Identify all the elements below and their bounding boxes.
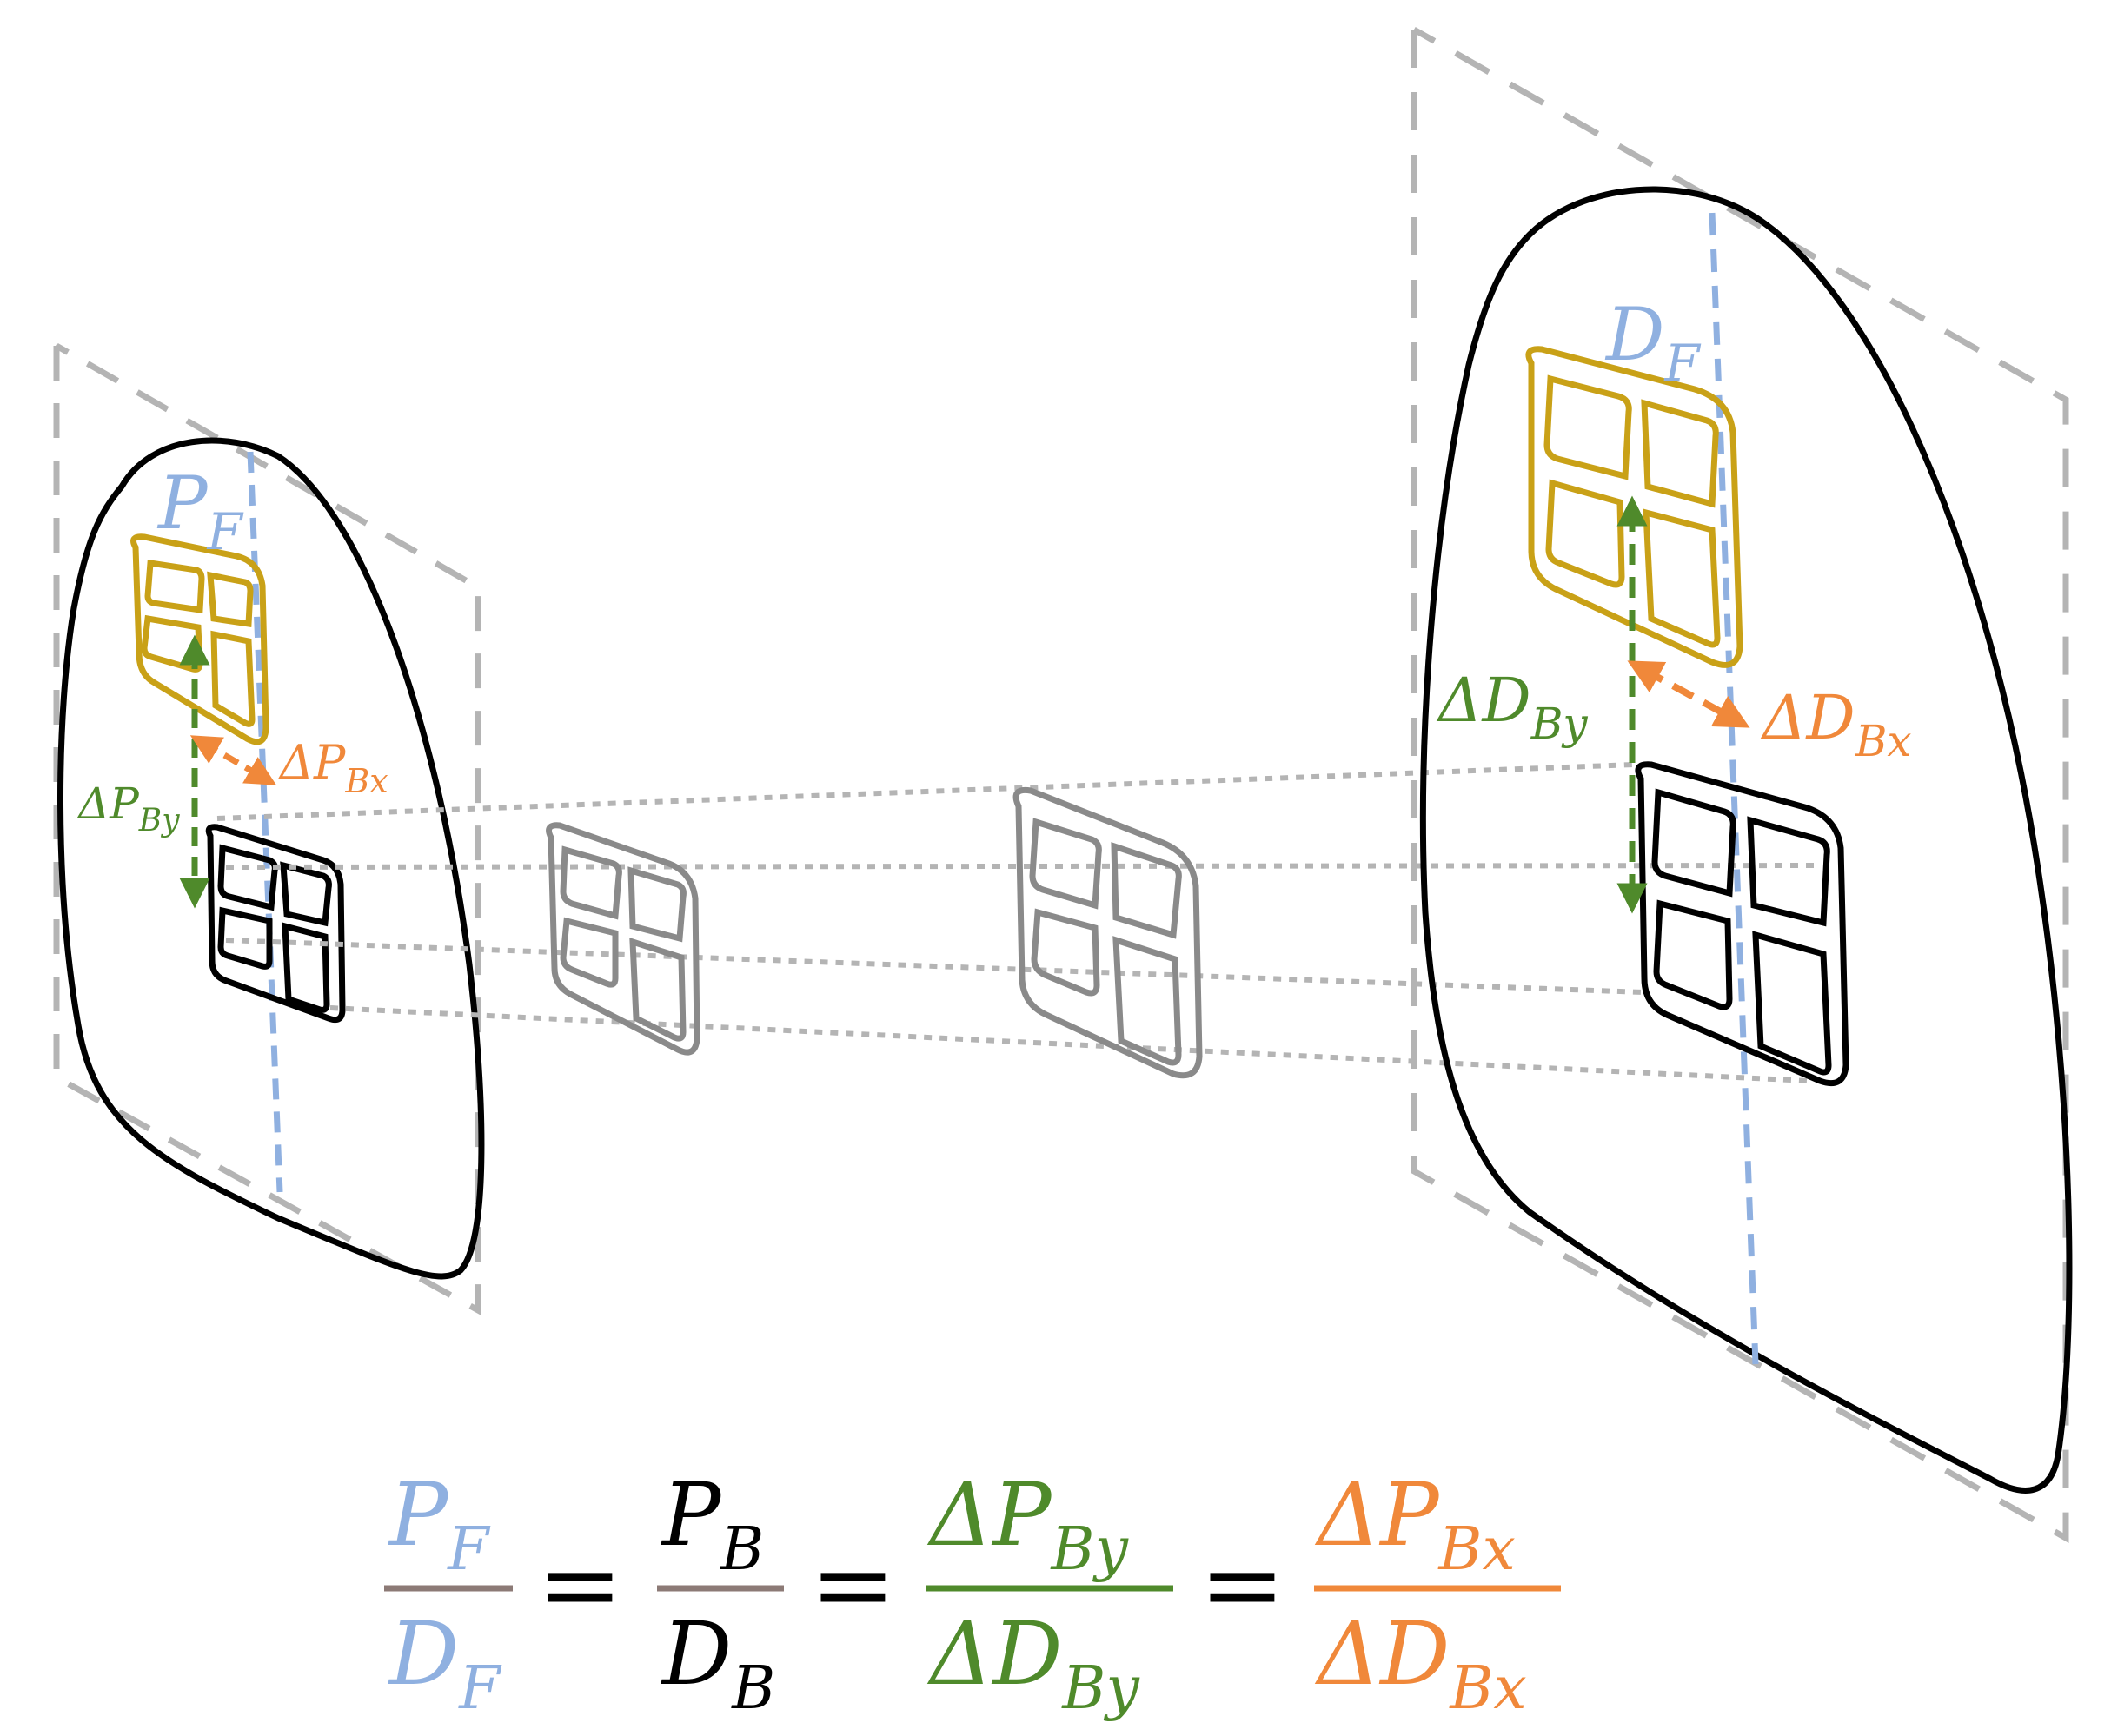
svg-text:ΔPBx: ΔPBx [1314, 1464, 1516, 1584]
svg-text:PF: PF [388, 1464, 491, 1584]
middle-object-large [1012, 786, 1203, 1079]
left-midline [247, 451, 283, 1193]
fraction-pf-df: PF DF [384, 1464, 513, 1723]
right-image-plane [1411, 26, 2069, 1543]
equals-sign-2: = [810, 1524, 896, 1644]
left-front-object [130, 533, 269, 745]
svg-text:PB: PB [661, 1464, 764, 1584]
left-label-pf: PF [156, 461, 244, 561]
left-dpbx-arrow [189, 735, 277, 785]
left-label-dpbx: ΔPBx [278, 735, 388, 800]
right-face-outline [1419, 186, 2073, 1494]
left-image-plane [53, 342, 481, 1315]
fraction-dpbx-ddbx: ΔPBx ΔDBx [1314, 1464, 1561, 1723]
ratio-equation: PF DF = PB DB = ΔPBy ΔDBy = ΔPBx ΔDBx [384, 1464, 1561, 1723]
right-back-object [1635, 761, 1849, 1087]
left-back-object [205, 824, 346, 1024]
middle-object-small [546, 822, 700, 1056]
equals-sign-1: = [537, 1524, 623, 1644]
right-label-ddbx: ΔDBx [1760, 682, 1912, 766]
equals-sign-3: = [1199, 1524, 1285, 1644]
projection-lines [216, 762, 1822, 1083]
fraction-dpby-ddby: ΔPBy ΔDBy [926, 1464, 1173, 1723]
left-panel: PF ΔPBy ΔPBx [53, 342, 485, 1315]
svg-text:DF: DF [388, 1603, 502, 1723]
left-face-outline [57, 437, 485, 1280]
left-label-dpby: ΔPBy [76, 779, 180, 838]
right-panel: DF ΔDBy ΔDBx [1411, 26, 2073, 1543]
svg-text:ΔPBy: ΔPBy [926, 1464, 1129, 1584]
svg-text:DB: DB [661, 1603, 775, 1723]
right-ddbx-arrow [1627, 660, 1750, 728]
fraction-pb-db: PB DB [657, 1464, 784, 1723]
svg-text:ΔDBy: ΔDBy [926, 1603, 1140, 1723]
right-label-df: DF [1604, 292, 1701, 393]
svg-text:ΔDBx: ΔDBx [1314, 1603, 1527, 1723]
right-label-ddby: ΔDBy [1436, 665, 1588, 749]
